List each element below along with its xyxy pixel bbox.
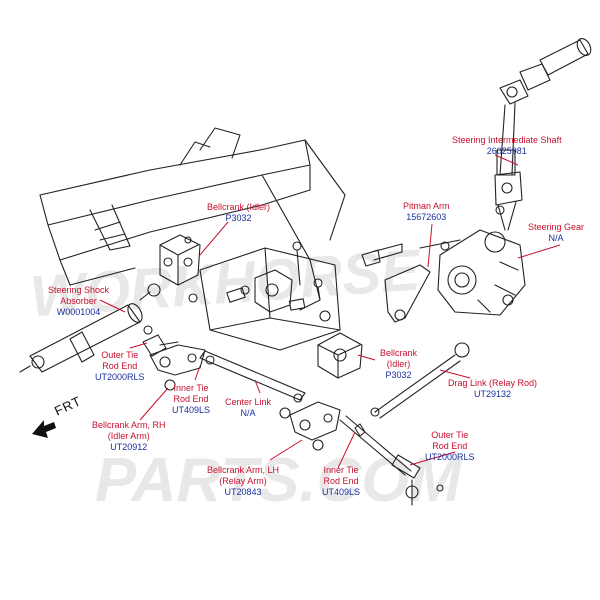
callout-inner-tie-rod-end-left: Inner Tie Rod End UT409LS xyxy=(172,383,211,415)
front-arrow-icon xyxy=(32,420,56,438)
leader-bellcrank-lh xyxy=(269,439,303,461)
outer-tie-rod-end-left-part xyxy=(142,325,179,357)
bellcrank-idler-lower-part xyxy=(317,332,363,379)
callout-bellcrank-arm-lh: Bellcrank Arm, LH (Relay Arm) UT20843 xyxy=(207,465,280,497)
cross-member xyxy=(199,247,341,351)
leader-inner-tie-right xyxy=(337,431,356,469)
leader-bellcrank-lower xyxy=(357,354,376,361)
steering-shock-absorber-part xyxy=(19,283,161,373)
callout-pitman-arm: Pitman Arm 15672603 xyxy=(403,201,450,222)
callout-steering-intermediate-shaft: Steering Intermediate Shaft 26025981 xyxy=(452,135,562,156)
callout-inner-tie-rod-end-right: Inner Tie Rod End UT409LS xyxy=(322,465,361,497)
callout-bellcrank-idler-lower: Bellcrank (Idler) P3032 xyxy=(380,348,418,380)
callout-outer-tie-rod-end-right: Outer Tie Rod End UT2000RLS xyxy=(425,430,475,462)
leader-bellcrank-upper xyxy=(199,221,229,256)
callout-drag-link: Drag Link (Relay Rod) UT29132 xyxy=(448,378,538,399)
callout-steering-gear: Steering Gear N/A xyxy=(528,222,585,243)
frame-rail xyxy=(39,127,346,311)
callout-bellcrank-idler-upper: Bellcrank (Idler) P3032 xyxy=(207,202,271,223)
leader-steering-gear xyxy=(517,244,561,259)
leader-outer-tie-right xyxy=(409,451,456,466)
pitman-arm-part xyxy=(361,239,461,323)
center-link-part xyxy=(199,350,306,403)
callout-center-link: Center Link N/A xyxy=(225,397,272,418)
steering-gear-part xyxy=(437,229,526,316)
bellcrank-idler-upper-part xyxy=(159,234,201,303)
leader-shock xyxy=(99,299,126,313)
pivot-stud xyxy=(292,241,331,322)
leader-bellcrank-rh xyxy=(139,387,169,421)
bellcrank-arm-lh-part xyxy=(279,401,341,451)
leader-intermediate-shaft xyxy=(494,154,519,166)
callout-steering-shock-absorber: Steering Shock Absorber W0001004 xyxy=(48,285,110,317)
callout-bellcrank-arm-rh: Bellcrank Arm, RH (Idler Arm) UT20912 xyxy=(92,420,166,452)
tie-rod-right-part xyxy=(339,415,444,506)
leader-outer-tie-left xyxy=(129,342,148,349)
leader-pitman-arm xyxy=(427,223,433,268)
bellcrank-arm-rh-part xyxy=(149,344,206,391)
steering-intermediate-shaft-part xyxy=(494,38,592,231)
leader-inner-tie-left xyxy=(194,365,201,381)
drag-link-part xyxy=(370,342,470,419)
leader-center-link xyxy=(254,379,261,394)
bellcrank-mount xyxy=(240,269,293,313)
leader-drag-link xyxy=(439,369,471,379)
callout-outer-tie-rod-end-left: Outer Tie Rod End UT2000RLS xyxy=(95,350,145,382)
watermark-bottom: PARTS.COM xyxy=(95,446,462,515)
